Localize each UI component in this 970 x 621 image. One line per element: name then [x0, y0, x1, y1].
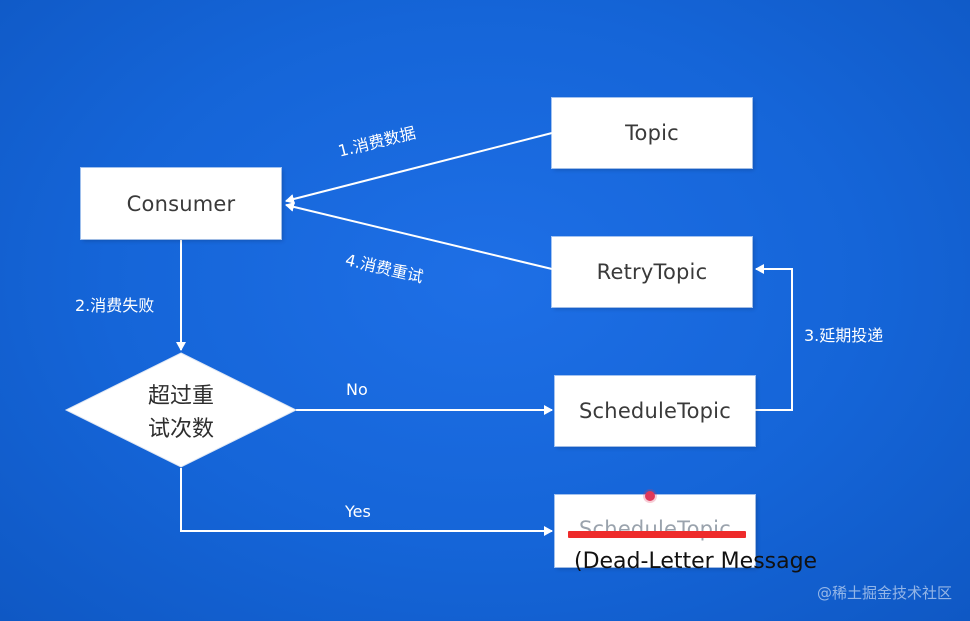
retrytopic-node: RetryTopic [552, 237, 752, 307]
dead-letter-annotation: (Dead-Letter Message [574, 549, 818, 574]
edge-label-yes: Yes [345, 502, 371, 521]
retrytopic-label: RetryTopic [596, 260, 708, 284]
decision-label-line2: 试次数 [147, 417, 214, 442]
decision-label-line1: 超过重 [147, 384, 214, 409]
edge-label-no: No [346, 380, 368, 399]
topic-label: Topic [625, 121, 679, 145]
scheduletopic-label: ScheduleTopic [579, 399, 731, 423]
topic-node: Topic [552, 98, 752, 168]
edge-label-consume-failed: 2.消费失败 [75, 296, 155, 315]
watermark: @稀土掘金技术社区 [816, 584, 952, 602]
cursor-marker [645, 491, 655, 501]
arrow-retrytopic-to-consumer [285, 202, 553, 270]
consumer-node: Consumer [81, 168, 281, 239]
arrow-scheduletopic-to-retrytopic [755, 264, 793, 411]
arrow-decision-to-deadletter [180, 468, 553, 536]
consumer-label: Consumer [126, 191, 236, 216]
decision-label: 超过重 试次数 [114, 380, 248, 446]
scheduletopic-node: ScheduleTopic [555, 376, 755, 446]
strikethrough-mark [568, 531, 746, 538]
decision-diamond [64, 352, 298, 468]
arrow-topic-to-consumer [285, 132, 553, 204]
edge-label-delayed-delivery: 3.延期投递 [804, 326, 884, 345]
